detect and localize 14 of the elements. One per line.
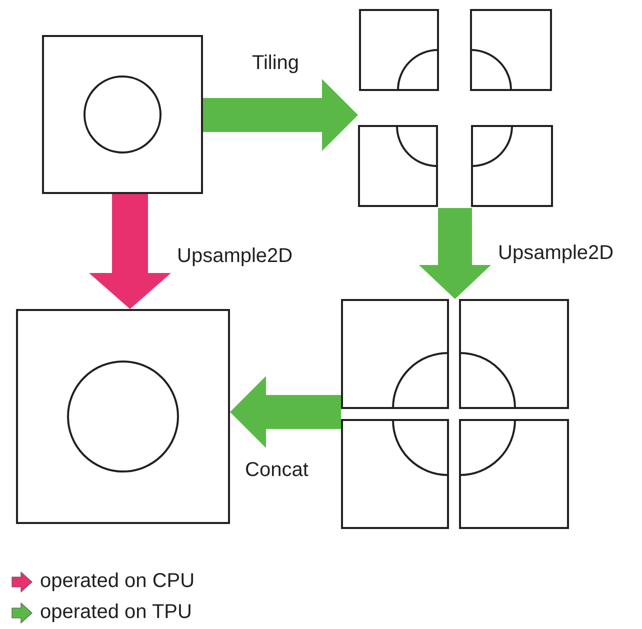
- edge-label: Upsample2D: [498, 242, 614, 264]
- legend-label: operated on CPU: [40, 570, 195, 592]
- edge-label: Tiling: [252, 52, 300, 74]
- block-arrow: [230, 376, 341, 448]
- tiles-drawing: [341, 299, 570, 530]
- edge-label: Concat: [245, 459, 308, 481]
- tiles-drawing: [358, 9, 554, 208]
- block-arrow: [419, 208, 491, 299]
- edge-label: Upsample2D: [177, 245, 293, 267]
- block-arrow: [89, 194, 171, 309]
- image-drawing: [16, 309, 230, 524]
- image-drawing: [42, 35, 203, 194]
- block-arrow: [203, 79, 358, 151]
- legend-label: operated on TPU: [40, 601, 192, 623]
